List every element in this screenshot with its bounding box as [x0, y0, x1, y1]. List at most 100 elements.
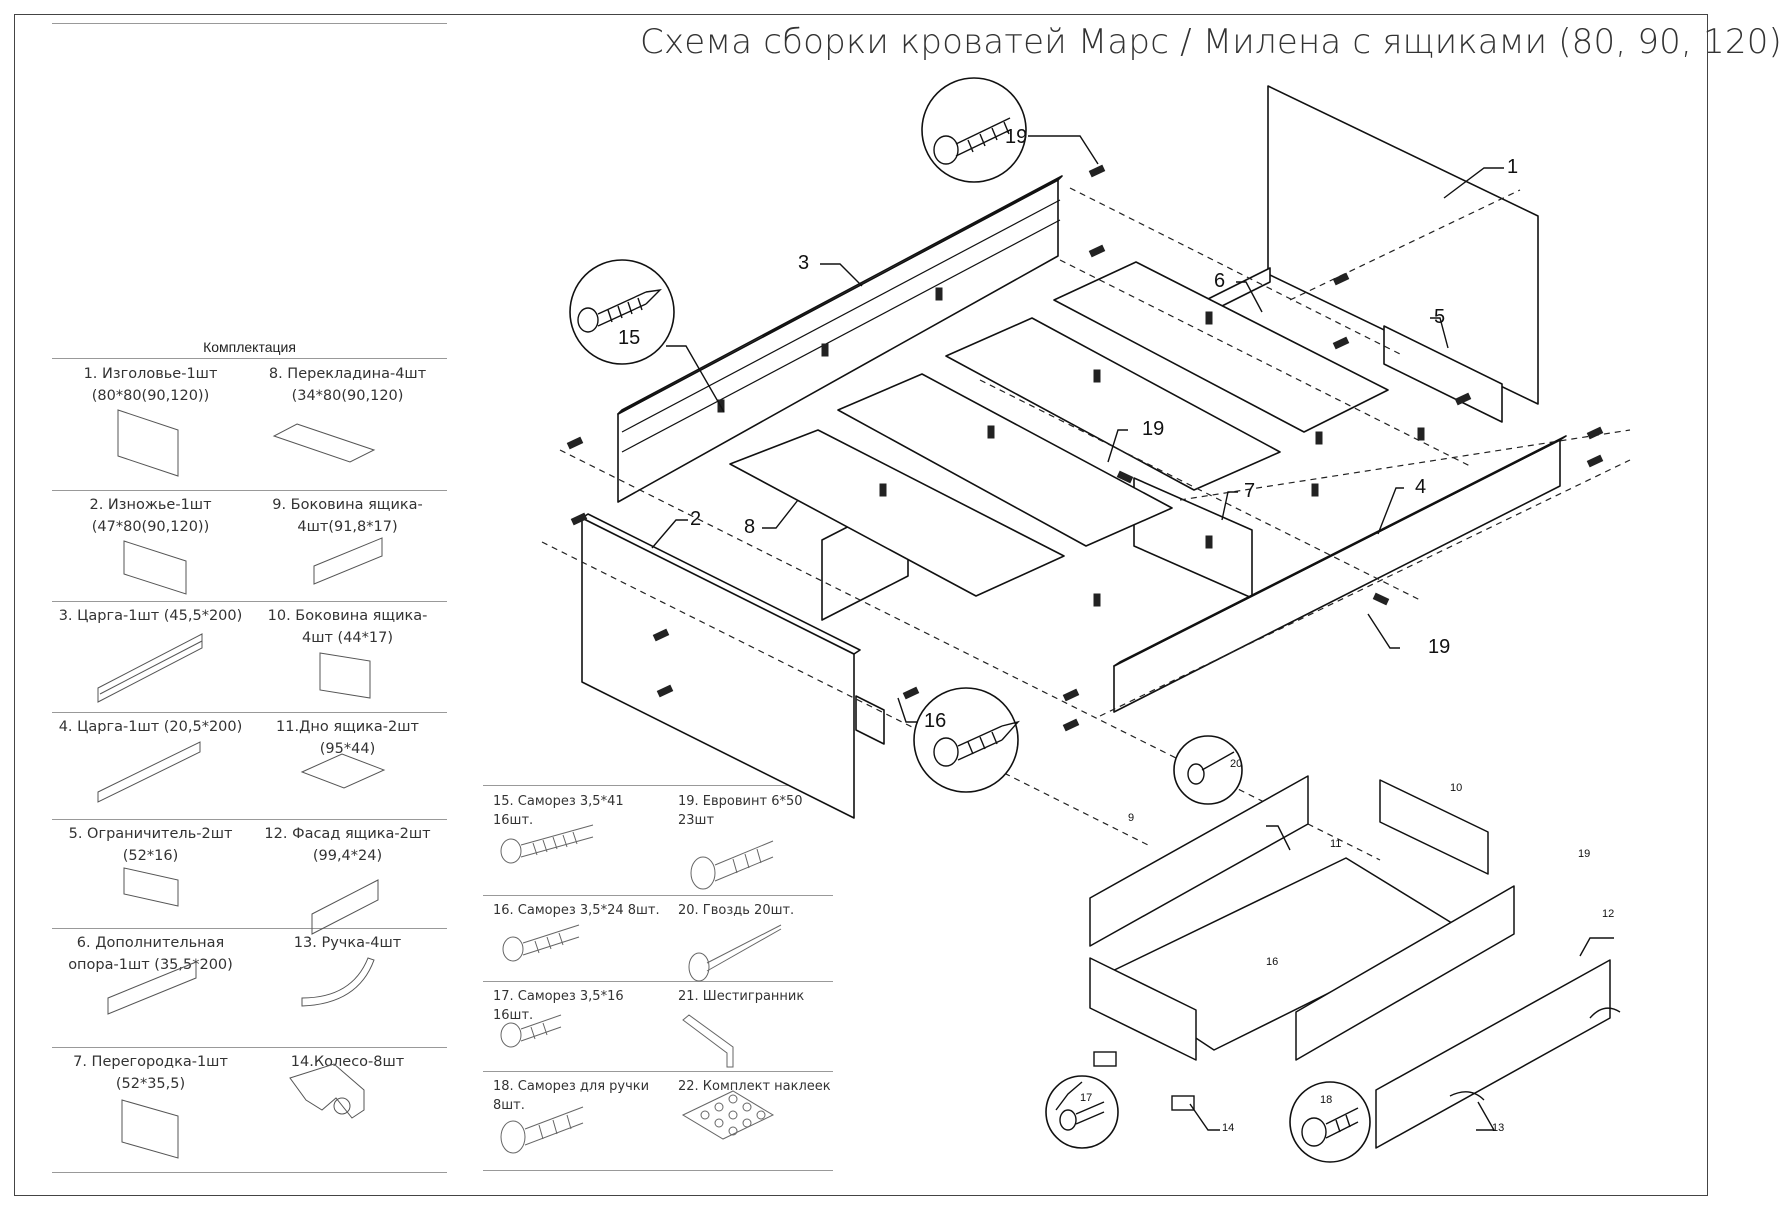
callout-8: 8 — [744, 516, 756, 538]
kit-item-9: 9. Боковина ящика-4шт(91,8*17) — [272, 497, 423, 535]
slat-part-4 — [1053, 261, 1389, 433]
kit-item-3: 3. Царга-1шт (45,5*200) — [58, 608, 243, 624]
thumb-stopper — [123, 867, 179, 907]
kit-item-4: 4. Царга-1шт (20,5*200) — [58, 719, 243, 735]
fastener-row: 16. Саморез 3,5*24 8шт. 20. Гвоздь 20шт. — [483, 895, 833, 982]
kit-row: 3. Царга-1шт (45,5*200) 10. Боковина ящи… — [52, 601, 447, 713]
fasteners-table: 15. Саморез 3,5*41 16шт. 19. Евровинт 6*… — [483, 785, 833, 1171]
stopper-part — [1383, 325, 1503, 423]
callout-5: 5 — [1434, 306, 1446, 328]
thumb-handle — [301, 957, 375, 1007]
drawer-side-9 — [1089, 775, 1309, 947]
headboard-part — [1267, 85, 1539, 405]
fastener-15: 15. Саморез 3,5*41 16шт. — [493, 794, 624, 828]
fastener-20: 20. Гвоздь 20шт. — [678, 903, 795, 918]
fastener-22: 22. Комплект наклеек — [678, 1079, 831, 1094]
screw-17-icon — [500, 1014, 562, 1048]
thumb-support — [107, 961, 197, 1015]
callout-drawer-19: 19 — [1578, 848, 1591, 860]
callout-19-top: 19 — [1005, 126, 1028, 148]
kit-row: 7. Перегородка-1шт(52*35,5) 14.Колесо-8ш… — [52, 1047, 447, 1173]
drawer-front-12 — [1375, 959, 1611, 1149]
callout-drawer-11: 11 — [1330, 838, 1342, 850]
kit-thumbnails — [97, 409, 386, 1159]
callout-drawer-9: 9 — [1128, 812, 1135, 824]
callout-drawer-14: 14 — [1222, 1122, 1235, 1134]
callout-drawer-12: 12 — [1602, 908, 1615, 920]
nail-magnified-icon — [1187, 751, 1235, 785]
kit-row: 1. Изголовье-1шт(80*80(90,120)) 8. Перек… — [52, 359, 447, 491]
callout-drawer-16: 16 — [1266, 956, 1279, 968]
fastener-17: 17. Саморез 3,5*16 16шт. — [493, 989, 624, 1023]
magnifier-20 — [1173, 735, 1243, 805]
kit-item-1: 1. Изголовье-1шт(80*80(90,120)) — [83, 366, 218, 404]
callout-7: 7 — [1244, 480, 1256, 502]
magnifier-19 — [921, 77, 1027, 183]
callout-drawer-10: 10 — [1450, 782, 1463, 794]
magnifier-16 — [913, 687, 1019, 793]
hex-key-21-icon — [682, 1014, 734, 1068]
footboard-part — [581, 517, 855, 819]
screw-18-magnified-icon — [1301, 1107, 1359, 1147]
callout-6: 6 — [1214, 270, 1226, 292]
screw-15-icon — [500, 824, 594, 864]
screw-17-magnified-icon — [1059, 1101, 1105, 1131]
kit-row: 4. Царга-1шт (20,5*200) 11.Дно ящика-2шт… — [52, 712, 447, 820]
thumb-partition — [121, 1099, 179, 1159]
stickers-22-icon — [681, 1090, 775, 1140]
screw-16-magnified-icon — [933, 720, 1021, 767]
fastener-row: 15. Саморез 3,5*41 16шт. 19. Евровинт 6*… — [483, 786, 833, 896]
callout-2: 2 — [690, 508, 702, 530]
nail-20-icon — [688, 924, 782, 982]
fastener-21: 21. Шестигранник — [678, 989, 805, 1004]
thumb-rail-20 — [97, 741, 201, 803]
screw-18-icon — [500, 1106, 584, 1154]
thumb-slat — [272, 423, 376, 463]
kit-row: 5. Ограничитель-2шт(52*16) 12. Фасад ящи… — [52, 819, 447, 929]
fastener-thumbnails — [500, 824, 782, 1154]
callout-3: 3 — [798, 252, 810, 274]
eurovint-19-icon — [690, 840, 774, 890]
drawer-side-9b — [1089, 957, 1197, 1061]
page-frame — [14, 14, 1708, 1196]
callout-16: 16 — [924, 710, 947, 732]
magnifier-15 — [569, 259, 675, 365]
thumb-drawer-bottom — [300, 753, 386, 789]
callout-drawer-13: 13 — [1492, 1122, 1505, 1134]
kit-item-7: 7. Перегородка-1шт(52*35,5) — [73, 1054, 228, 1092]
eurovint-icon — [933, 117, 1011, 165]
fastener-16: 16. Саморез 3,5*24 8шт. — [493, 903, 660, 918]
kit-item-12: 12. Фасад ящика-2шт(99,4*24) — [264, 826, 431, 864]
callout-4: 4 — [1415, 476, 1427, 498]
screw-16-icon — [502, 924, 580, 962]
slat-part-2 — [837, 373, 1173, 547]
callout-15: 15 — [618, 327, 641, 349]
thumb-wheel — [289, 1063, 365, 1119]
bed-assembly-diagram — [541, 77, 1631, 1163]
callout-1: 1 — [1507, 156, 1519, 178]
kit-row: 2. Изножье-1шт(47*80(90,120)) 9. Боковин… — [52, 490, 447, 602]
thumb-footboard — [123, 540, 187, 595]
kit-item-2: 2. Изножье-1шт(47*80(90,120)) — [89, 497, 212, 535]
kit-item-8: 8. Перекладина-4шт(34*80(90,120) — [268, 366, 427, 404]
callout-19-right: 19 — [1428, 636, 1451, 658]
callout-19-mid: 19 — [1142, 418, 1165, 440]
kit-item-10: 10. Боковина ящика-4шт (44*17) — [267, 608, 428, 646]
thumb-drawer-side — [313, 537, 383, 585]
thumb-drawer-side-small — [319, 652, 371, 699]
handle-icon — [1589, 1007, 1621, 1019]
drawer-side-10 — [1379, 779, 1489, 875]
fastener-row: 17. Саморез 3,5*16 16шт. 21. Шестигранни… — [483, 981, 833, 1072]
kit-item-11: 11.Дно ящика-2шт(95*44) — [276, 719, 419, 757]
kit-table: 1. Изголовье-1шт(80*80(90,120)) 8. Перек… — [52, 358, 447, 1173]
kit-heading: Комплектация — [203, 339, 296, 355]
screw-15-magnified-icon — [577, 289, 662, 333]
top-rule — [52, 23, 447, 24]
thumb-headboard — [117, 409, 179, 477]
thumb-drawer-front — [311, 879, 379, 935]
